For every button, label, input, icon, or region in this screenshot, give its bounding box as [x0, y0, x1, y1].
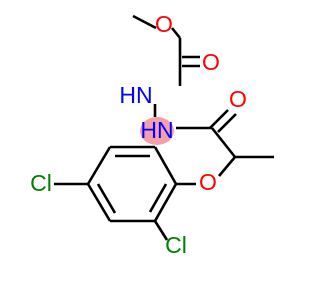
atom-o-ether-aryl: O: [199, 169, 217, 195]
bond-methyl-o: [132, 14, 157, 30]
bond-ring-cl-bottom: [153, 220, 169, 241]
atom-nh-upper: HN: [119, 82, 152, 108]
atom-cl-left: Cl: [30, 170, 52, 196]
bond-amide-co-1: [209, 109, 229, 129]
atom-nh-lower: HN: [140, 117, 173, 143]
ring-bond-3: [86, 146, 112, 185]
bond-amide-co-2: [217, 113, 237, 133]
bond-o-carbonyl-c: [170, 27, 182, 39]
molecule-structure: O O HN HN O O Cl Cl: [30, 11, 274, 258]
ring-bond-6-inner: [148, 183, 168, 213]
bond-ch-o-ether: [218, 156, 236, 177]
molecule-drawing: O O HN HN O O Cl Cl: [30, 11, 274, 258]
bond-amide-c-ch: [210, 127, 237, 158]
atom-o-ester: O: [155, 11, 173, 37]
ring-bond-6: [153, 183, 178, 222]
atom-o-carbonyl-top: O: [202, 49, 220, 75]
atom-o-amide: O: [229, 86, 247, 112]
atom-cl-bottom: Cl: [165, 232, 187, 258]
ring-bond-1: [153, 146, 178, 185]
ring-bond-4: [86, 183, 112, 222]
nh-highlight: [140, 117, 174, 145]
ring-bond-4-inner: [96, 183, 117, 214]
